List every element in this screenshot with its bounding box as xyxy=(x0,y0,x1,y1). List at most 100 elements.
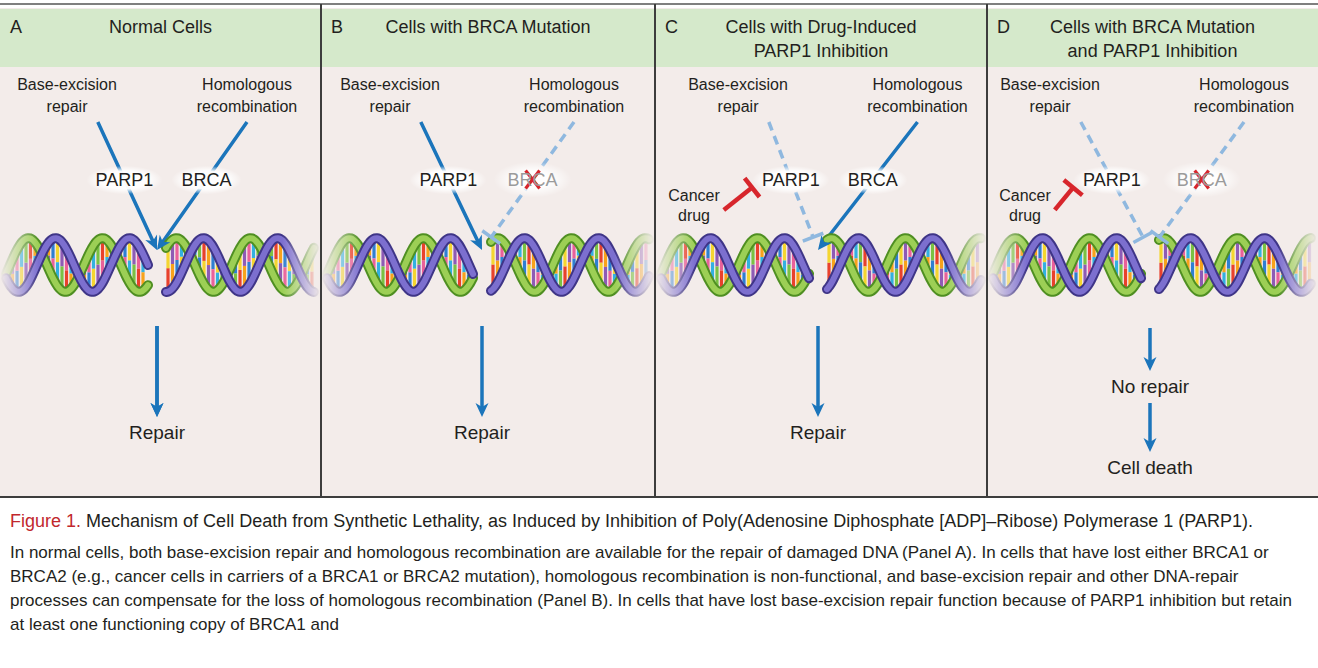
pathway-label: Homologous recombination xyxy=(1174,72,1314,122)
dna-strand xyxy=(6,238,148,292)
protein-label: BRCA xyxy=(172,166,240,194)
figure-number: Figure 1. xyxy=(10,511,81,531)
protein-label: BRCA xyxy=(839,166,907,194)
dna-strand xyxy=(327,238,473,292)
panel: D Cells with BRCA Mutation and PARP1 Inhi… xyxy=(987,8,1318,497)
drug-label: Cancer drug xyxy=(663,186,725,226)
dna-strand xyxy=(1159,238,1311,292)
dna-strand xyxy=(491,238,649,292)
dna-strand xyxy=(993,238,1141,292)
panel-divider xyxy=(654,4,656,497)
dna-strand xyxy=(491,238,649,292)
arrow-connector xyxy=(818,122,918,413)
dna-strand xyxy=(6,238,148,292)
dna-strand xyxy=(327,238,473,292)
arrowhead xyxy=(152,235,171,254)
protein-label: BRCA xyxy=(1168,166,1236,194)
label-anchor: BRCA xyxy=(172,166,240,194)
ground-patch xyxy=(1143,246,1157,326)
panel-ground xyxy=(655,8,987,497)
caption-block: Figure 1.Mechanism of Cell Death from Sy… xyxy=(10,510,1306,637)
ground-patch xyxy=(811,246,825,326)
inhibitor-line xyxy=(724,188,752,210)
node-text: Homologous recombination xyxy=(852,74,983,118)
dna-strand xyxy=(1159,238,1311,292)
dna-strand xyxy=(661,238,809,292)
panel-letter: A xyxy=(10,15,34,39)
label-anchor: BRCA xyxy=(499,166,567,194)
header-band xyxy=(0,9,321,67)
ground-patch xyxy=(475,246,489,326)
dna-strand xyxy=(1159,238,1311,292)
dna-strand xyxy=(327,238,473,292)
node-text: Repair xyxy=(454,421,510,445)
drug-label: Cancer drug xyxy=(994,186,1056,226)
outcome-label: Repair xyxy=(448,413,516,449)
outcome-label: Repair xyxy=(123,413,191,449)
dna-strand xyxy=(166,238,314,292)
label-anchor: PARP1 xyxy=(87,166,163,194)
dna-strand xyxy=(1159,238,1311,292)
dna-strand xyxy=(6,238,148,292)
panel: BCells with BRCA MutationBase-excision r… xyxy=(321,8,655,497)
figure-caption: In normal cells, both base-excision repa… xyxy=(10,541,1306,637)
outcome-label: No repair xyxy=(1105,367,1195,403)
panel-letter: C xyxy=(665,15,689,39)
blocked-pathway xyxy=(491,122,574,237)
header-band xyxy=(321,9,655,67)
node-text: Base-excision repair xyxy=(324,74,456,118)
dna-strand xyxy=(827,238,981,292)
label-glow xyxy=(494,162,572,198)
label-anchor: PARP1 xyxy=(1074,166,1150,194)
panel-title: Normal Cells xyxy=(45,15,277,39)
panel-letter: B xyxy=(331,15,355,39)
arrow-connector xyxy=(1148,403,1152,448)
frame-line xyxy=(0,496,1318,498)
node-text: Base-excision repair xyxy=(672,74,804,118)
dna-strand xyxy=(166,238,314,292)
block-bar xyxy=(482,231,500,244)
node-text: Cell death xyxy=(1107,456,1193,480)
dna-strand xyxy=(827,238,981,292)
pathway-label: Base-excision repair xyxy=(668,72,808,122)
panel-letter: D xyxy=(997,15,1021,39)
dna-helix xyxy=(491,238,649,292)
pathway-label: Base-excision repair xyxy=(980,72,1120,122)
dna-helix xyxy=(6,238,148,292)
label-anchor: Cancer drug xyxy=(663,186,725,226)
dna-strand xyxy=(661,238,809,292)
pathway-label: Homologous recombination xyxy=(177,72,317,122)
panel-ground xyxy=(321,8,655,497)
dna-strand xyxy=(827,238,981,292)
node-text: Repair xyxy=(129,421,185,445)
node-text: Homologous recombination xyxy=(181,74,313,118)
label-anchor: BRCA xyxy=(839,166,907,194)
dna-helix xyxy=(661,238,809,292)
panel-divider xyxy=(986,4,988,497)
dna-helix xyxy=(993,238,1141,292)
protein-label: PARP1 xyxy=(410,166,486,194)
dna-strand xyxy=(993,238,1141,292)
node-text: No repair xyxy=(1111,375,1189,399)
dna-strand xyxy=(993,238,1141,292)
pathway-label: Homologous recombination xyxy=(848,72,987,122)
node-text: Base-excision repair xyxy=(984,74,1116,118)
block-bar xyxy=(803,233,824,241)
pathway-label: Homologous recombination xyxy=(504,72,644,122)
dna-helix xyxy=(827,238,981,292)
arrowhead xyxy=(1144,357,1157,371)
dna-strand xyxy=(661,238,809,292)
outcome-label: Repair xyxy=(784,413,852,449)
panel-ground xyxy=(0,8,321,497)
panel: CCells with Drug-Induced PARP1 Inhibitio… xyxy=(655,8,987,497)
dna-helix xyxy=(327,238,473,292)
panel-title: Cells with BRCA Mutation and PARP1 Inhib… xyxy=(1037,15,1269,63)
dna-helix xyxy=(1159,238,1311,292)
outcome-label: Cell death xyxy=(1101,448,1199,484)
panel: ANormal CellsBase-excision repairHomolog… xyxy=(0,8,321,497)
caption-heading: Figure 1.Mechanism of Cell Death from Sy… xyxy=(10,510,1306,533)
panel-divider xyxy=(320,4,322,497)
node-text: Homologous recombination xyxy=(508,74,640,118)
